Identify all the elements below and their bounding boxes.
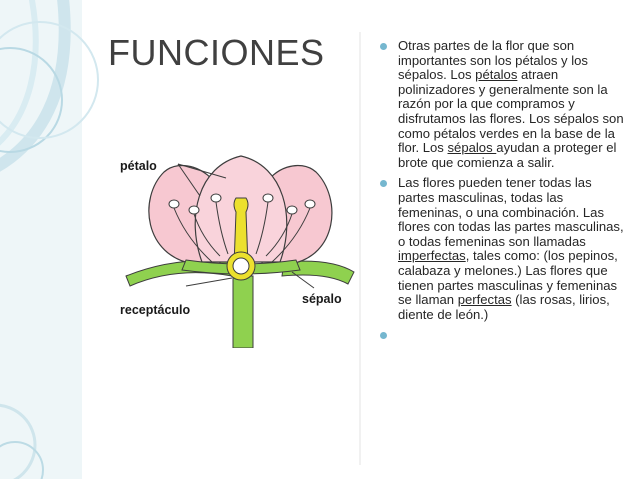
bullet-item: Las flores pueden tener todas las partes… bbox=[378, 176, 628, 322]
petal-pointer-line bbox=[177, 163, 227, 179]
decor-circle bbox=[0, 47, 63, 153]
bullet-icon bbox=[380, 332, 387, 340]
petal-label: pétalo bbox=[120, 159, 157, 173]
sepal-right-branch bbox=[281, 260, 355, 285]
underlined-term: perfectas bbox=[457, 292, 512, 308]
underlined-term: imperfectas bbox=[398, 248, 466, 264]
underlined-term: sépalos bbox=[447, 140, 497, 156]
anther bbox=[304, 199, 316, 209]
decor-circle bbox=[0, 403, 37, 479]
bullet-list: Otras partes de la flor que son importan… bbox=[378, 38, 628, 349]
sepal-pointer-line bbox=[291, 271, 315, 289]
underlined-term: pétalos bbox=[475, 67, 518, 83]
flower-diagram: pétalo receptáculo sépalo bbox=[120, 155, 355, 348]
bullet-icon bbox=[380, 43, 387, 50]
bullet-item: Otras partes de la flor que son importan… bbox=[378, 38, 628, 170]
pistil bbox=[233, 197, 249, 267]
anther bbox=[286, 205, 298, 215]
anther bbox=[210, 193, 222, 203]
anther bbox=[168, 199, 180, 209]
decor-circle bbox=[0, 21, 99, 139]
stamen-filament bbox=[255, 201, 269, 255]
receptacle-pointer-line bbox=[185, 277, 233, 287]
decor-circle bbox=[0, 441, 44, 479]
decor-arc bbox=[0, 0, 39, 146]
ovule bbox=[232, 257, 250, 275]
decor-arc bbox=[0, 0, 71, 172]
anther bbox=[262, 193, 274, 203]
stamen-filament bbox=[271, 207, 311, 263]
bullet-item-empty bbox=[378, 328, 628, 343]
stamen-filament bbox=[215, 201, 229, 255]
anther bbox=[188, 205, 200, 215]
slide-title: FUNCIONES bbox=[108, 32, 325, 73]
left-band bbox=[0, 0, 82, 479]
petal-pointer-line bbox=[177, 163, 201, 197]
stamen-filament bbox=[193, 213, 221, 257]
bullet-icon bbox=[380, 180, 387, 188]
stem bbox=[232, 275, 254, 348]
receptacle-label: receptáculo bbox=[120, 303, 191, 317]
sepal-label: sépalo bbox=[302, 292, 342, 306]
stamen-filament bbox=[173, 207, 213, 263]
stamen-filament bbox=[265, 213, 293, 257]
